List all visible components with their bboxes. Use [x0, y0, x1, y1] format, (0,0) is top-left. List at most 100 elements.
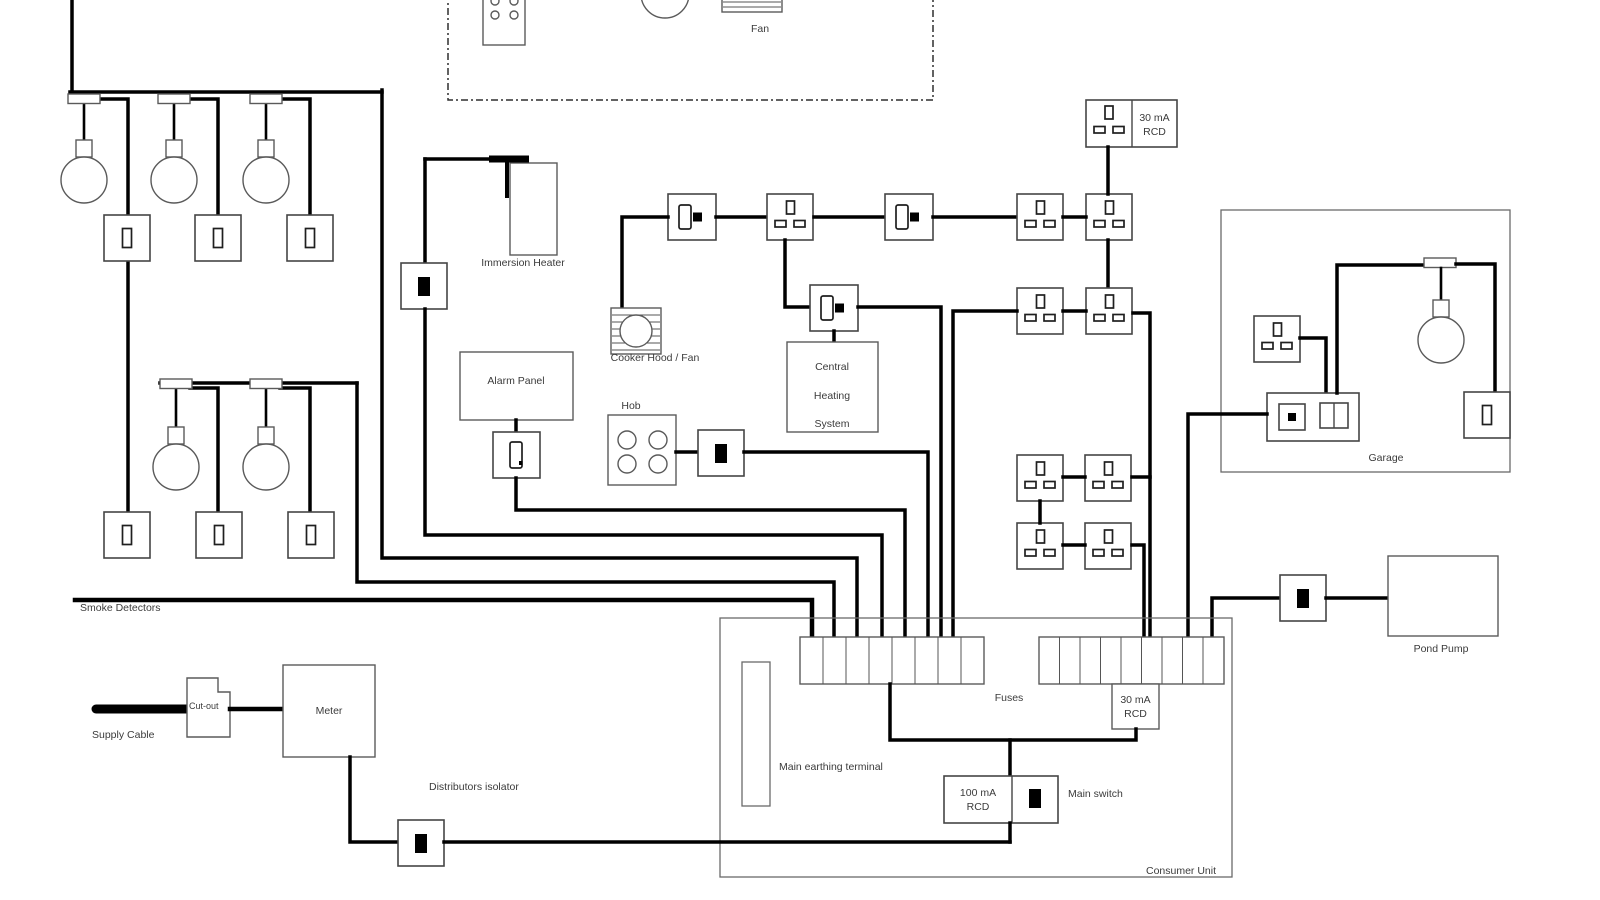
- svg-text:100 mA: 100 mA: [960, 787, 996, 799]
- kitchen-circuit-row: Cooker Hood / Fan Central Heating System…: [610, 99, 1178, 642]
- pendant-light-icon: [242, 426, 290, 491]
- fuse-bank-right: [1038, 636, 1225, 685]
- smoke-detectors-label: Smoke Detectors: [80, 602, 161, 614]
- light-switch: [287, 511, 335, 559]
- socket-outlet: [1016, 522, 1064, 570]
- fuse-bank-left: [799, 636, 985, 685]
- pendant-light-icon: [1417, 299, 1465, 364]
- svg-text:30 mA: 30 mA: [1139, 112, 1169, 124]
- light-switch: [103, 511, 151, 559]
- ceiling-rose: [249, 93, 283, 105]
- socket-outlet: [1084, 522, 1132, 570]
- socket-group: [1016, 454, 1152, 642]
- ceiling-rose: [1423, 257, 1457, 269]
- garage-feed: [1186, 412, 1269, 642]
- fused-spur: [884, 193, 934, 241]
- cut-out-icon: [186, 677, 231, 738]
- pond-pump-circuit: Pond Pump: [1210, 555, 1499, 655]
- consumer-unit: Main earthing terminal Fuses 30 mA RCD: [719, 617, 1233, 878]
- socket-outlet: [1016, 193, 1064, 241]
- meter-label: Meter: [316, 705, 343, 717]
- alarm-circuit: Alarm Panel: [459, 351, 907, 642]
- cooker-switch: [697, 429, 745, 477]
- ceiling-rose: [159, 378, 193, 390]
- supply-cable-label: Supply Cable: [92, 729, 155, 741]
- alarm-panel-icon: [459, 351, 574, 421]
- smoke-detector-wire: [72, 597, 815, 643]
- cu-rcd-30ma: 30 mA RCD: [1111, 683, 1160, 730]
- pond-pump-fused-switch: [1279, 574, 1327, 622]
- svg-text:RCD: RCD: [1124, 708, 1147, 720]
- central-heating-spur: [809, 284, 859, 332]
- immersion-heater-circuit: Immersion Heater: [400, 155, 884, 642]
- socket-chain-wire: [1131, 311, 1152, 642]
- garage-consumer-unit: [1266, 392, 1360, 442]
- socket-outlet: [1016, 287, 1064, 335]
- light-switch: [103, 214, 151, 262]
- rcd-socket-30ma: 30 mA RCD: [1085, 99, 1178, 148]
- supply-chain: Supply Cable Cut-out Meter Distributors …: [91, 664, 1012, 867]
- fuses-label: Fuses: [995, 692, 1024, 704]
- svg-text:Heating: Heating: [814, 390, 850, 402]
- cu-internal-wire: [888, 682, 1138, 742]
- garage-zone: Garage: [1186, 209, 1511, 642]
- svg-text:RCD: RCD: [967, 801, 990, 813]
- ring-main-feed: [951, 309, 1019, 642]
- svg-text:30 mA: 30 mA: [1120, 694, 1150, 706]
- socket-outlet: [1085, 287, 1133, 335]
- immersion-heater-icon: [509, 162, 558, 256]
- lighting-circuit-1-feed: [380, 88, 859, 642]
- cooker-hood-spur: [667, 193, 717, 241]
- socket-feed: [1130, 543, 1146, 642]
- pendant-light-icon: [152, 426, 200, 491]
- hob-circuit: Hob: [607, 400, 930, 642]
- pendant-light-icon: [60, 139, 108, 204]
- shaver-unit-icon: [482, 0, 526, 46]
- main-switch-label: Main switch: [1068, 788, 1123, 800]
- svg-text:System: System: [814, 418, 849, 430]
- svg-text:Central: Central: [815, 361, 849, 373]
- socket-outlet: [766, 193, 814, 241]
- ceiling-rose: [157, 93, 191, 105]
- cooker-hood-label: Cooker Hood / Fan: [611, 352, 700, 364]
- fan-label: Fan: [751, 23, 769, 35]
- pendant-light-icon: [242, 139, 290, 204]
- garage-border: [1220, 209, 1511, 473]
- main-earthing-terminal-icon: [741, 661, 771, 807]
- kitchen-dashed-border: [447, 0, 934, 101]
- cooker-hood-icon: [610, 307, 662, 355]
- light-switch: [194, 214, 242, 262]
- meter-icon: [282, 664, 376, 758]
- extractor-fan-icon: [721, 0, 783, 13]
- ceiling-fan-icon: [641, 0, 689, 19]
- svg-text:RCD: RCD: [1143, 126, 1166, 138]
- garage-label: Garage: [1368, 452, 1403, 464]
- lighting-circuit-1: [60, 0, 859, 642]
- consumer-unit-label: Consumer Unit: [1146, 865, 1216, 877]
- distributors-isolator-label: Distributors isolator: [429, 781, 519, 793]
- hob-feed: [742, 450, 930, 642]
- smoke-detector-circuit: Smoke Detectors: [72, 597, 815, 643]
- socket-outlet: [1084, 454, 1132, 502]
- cut-out-label: Cut-out: [189, 701, 219, 711]
- central-heating-system: Central Heating System: [786, 341, 879, 433]
- socket-outlet: [1253, 315, 1301, 363]
- kitchen-zone: Fan: [447, 0, 934, 101]
- light-switch: [286, 214, 334, 262]
- pond-pump-feed: [1210, 596, 1282, 642]
- immersion-feed: [423, 307, 884, 642]
- main-switch-100ma-rcd: 100 mA RCD: [943, 775, 1059, 824]
- main-earthing-terminal-label: Main earthing terminal: [779, 761, 883, 773]
- light-switch: [1463, 391, 1511, 439]
- alarm-feed: [514, 476, 907, 642]
- ceiling-rose: [67, 93, 101, 105]
- immersion-fused-switch: [400, 262, 448, 310]
- pond-pump-icon: [1387, 555, 1499, 637]
- light-switch: [195, 511, 243, 559]
- ceiling-rose: [249, 378, 283, 390]
- pond-pump-label: Pond Pump: [1414, 643, 1469, 655]
- lighting-circuit-2: [103, 378, 836, 642]
- immersion-heater-label: Immersion Heater: [481, 257, 565, 269]
- alarm-panel-label: Alarm Panel: [487, 375, 544, 387]
